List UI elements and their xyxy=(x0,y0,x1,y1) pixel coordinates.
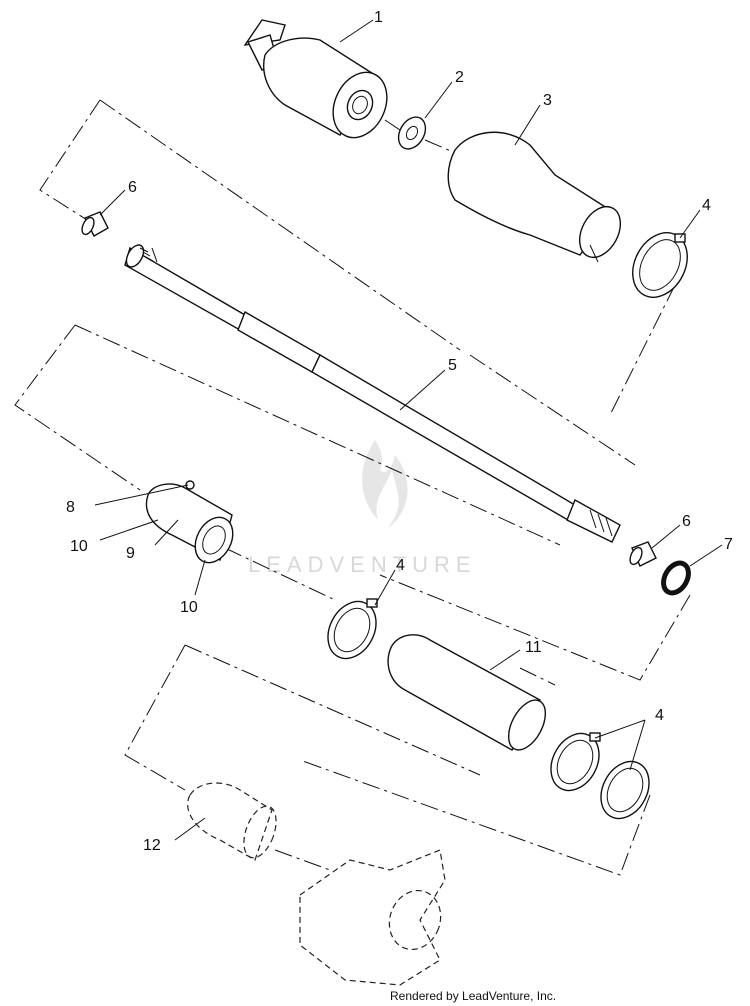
part-6-plug-upper xyxy=(81,211,109,237)
callout-11: 11 xyxy=(525,639,542,656)
part-1-coupler xyxy=(243,19,388,139)
callout-1: 1 xyxy=(374,9,383,26)
callout-10-left: 10 xyxy=(70,538,88,555)
callout-6-lower: 6 xyxy=(682,513,691,530)
part-4-clamp-lower-b xyxy=(600,760,650,820)
watermark-flame-icon xyxy=(362,440,408,528)
callout-4-middle: 4 xyxy=(396,557,405,574)
part-4-clamp-middle xyxy=(327,598,378,660)
callout-4-upper: 4 xyxy=(702,197,711,214)
leadventure-watermark: LEADVENTURE xyxy=(248,440,477,577)
callout-3: 3 xyxy=(543,92,552,109)
callout-2: 2 xyxy=(455,69,464,86)
callout-7: 7 xyxy=(724,536,733,553)
part-5-drive-shaft xyxy=(124,244,621,543)
callout-4-lower: 4 xyxy=(655,707,664,724)
callout-9: 9 xyxy=(126,545,135,562)
callout-labels: 1 2 3 4 6 5 6 7 8 10 9 10 4 11 4 12 xyxy=(66,9,733,854)
callout-10-bottom: 10 xyxy=(180,599,198,616)
part-2-washer xyxy=(397,116,427,150)
part-4-clamp-upper xyxy=(632,232,688,298)
part-11-tube xyxy=(387,634,547,751)
callout-8: 8 xyxy=(66,499,75,516)
leader-lines xyxy=(94,19,723,841)
callout-12: 12 xyxy=(143,837,161,854)
callout-6-upper: 6 xyxy=(128,179,137,196)
callout-5: 5 xyxy=(448,357,457,374)
part-9-yoke-assembly xyxy=(145,480,234,564)
part-6-plug-lower xyxy=(629,541,657,567)
part-7-o-ring xyxy=(661,560,691,596)
watermark-text: LEADVENTURE xyxy=(248,552,477,577)
footer-credit: Rendered by LeadVenture, Inc. xyxy=(390,989,556,1003)
alignment-lines xyxy=(14,99,691,876)
part-12-ghost xyxy=(187,782,446,986)
part-3-boot xyxy=(447,131,622,263)
part-4-clamp-lower-a xyxy=(550,732,601,792)
